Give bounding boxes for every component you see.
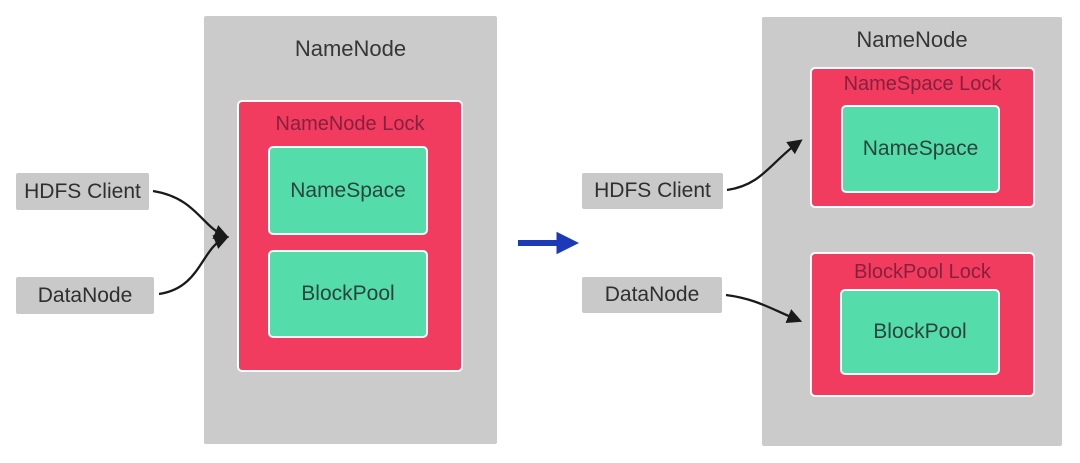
- blockpool-box-after: BlockPool: [840, 289, 1000, 375]
- namespace-box-before: NameSpace: [268, 146, 428, 235]
- namenode-title-before: NameNode: [294, 36, 407, 61]
- blockpool-lock-label: BlockPool Lock: [854, 261, 991, 283]
- namespace-lock-label: NameSpace Lock: [843, 73, 1002, 95]
- datanode-label-before: DataNode: [16, 277, 154, 314]
- blockpool-box-before: BlockPool: [268, 250, 428, 338]
- namespace-box-after: NameSpace: [841, 105, 1000, 193]
- namenode-lock-label: NameNode Lock: [275, 113, 425, 135]
- datanode-label-after: DataNode: [582, 277, 722, 313]
- hdfs-client-label-after: HDFS Client: [582, 173, 723, 209]
- namenode-title-after: NameNode: [856, 27, 968, 52]
- hdfs-client-label-before: HDFS Client: [16, 173, 149, 210]
